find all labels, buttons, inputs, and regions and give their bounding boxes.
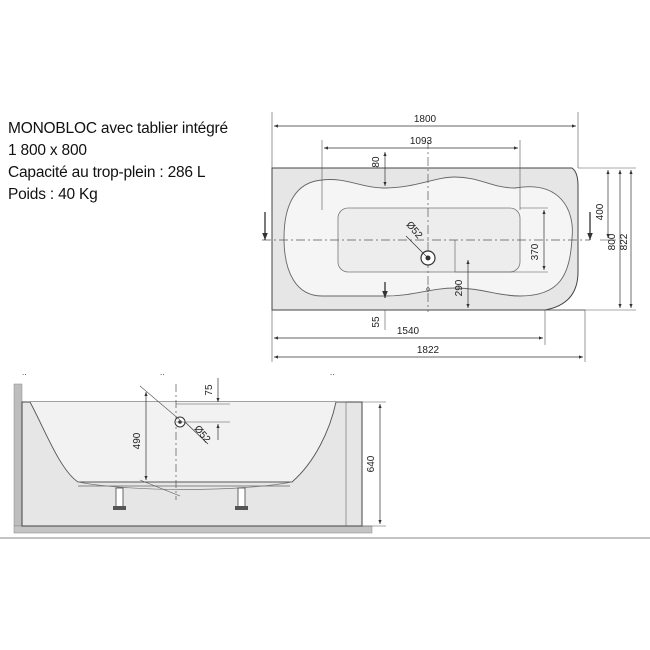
dim-290: 290 <box>454 279 465 296</box>
dim-80: 80 <box>371 156 382 168</box>
dim-1540: 1540 <box>397 326 420 337</box>
svg-text:..: .. <box>160 368 164 377</box>
dim-1822: 1822 <box>417 345 440 356</box>
dim-370: 370 <box>530 243 541 260</box>
specifications-block: MONOBLOC avec tablier intégré 1 800 x 80… <box>8 118 258 206</box>
dim-1093: 1093 <box>410 136 433 147</box>
dim-75: 75 <box>204 384 215 396</box>
svg-text:..: .. <box>22 368 26 377</box>
dim-400: 400 <box>595 203 606 220</box>
dim-800: 800 <box>607 233 618 250</box>
dim-1800: 1800 <box>414 114 437 125</box>
spec-weight: Poids : 40 Kg <box>8 186 98 203</box>
side-view: Ø52 75 490 640 .. .. .. <box>13 368 386 534</box>
spec-model: MONOBLOC avec tablier intégré <box>8 120 228 137</box>
dim-640: 640 <box>366 455 377 472</box>
spec-capacity: Capacité au trop-plein : 286 L <box>8 164 206 181</box>
dim-822: 822 <box>619 233 630 250</box>
svg-text:..: .. <box>330 368 334 377</box>
spec-dimensions: 1 800 x 800 <box>8 142 87 159</box>
dim-490: 490 <box>132 432 143 449</box>
svg-text:◊: ◊ <box>426 285 430 294</box>
top-view: Ø52 ◊ 1800 1093 80 370 290 55 4 <box>262 112 636 362</box>
dim-55: 55 <box>371 316 382 328</box>
